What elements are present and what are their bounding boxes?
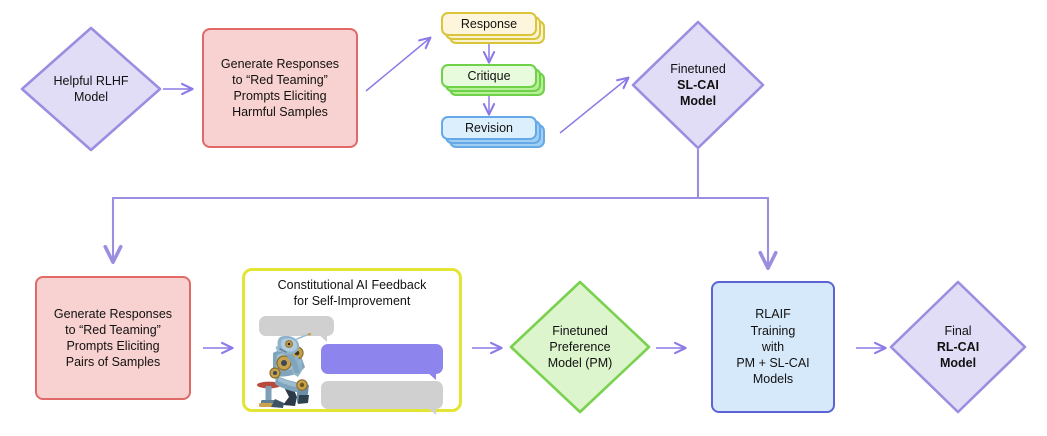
critique-card-top: Critique <box>441 64 537 88</box>
generate-harmful-line4: Harmful Samples <box>232 105 328 120</box>
node-finetuned-sl-cai-model[interactable]: Finetuned SL-CAI Model <box>630 19 766 151</box>
speech-bubble-purple <box>321 344 443 380</box>
generate-harmful-line1: Generate Responses <box>220 56 340 71</box>
feedback-title-line2: for Self-Improvement <box>293 293 411 308</box>
generate-harmful-line3: Prompts Eliciting <box>233 89 327 103</box>
rlaif-line5: Models <box>752 372 794 387</box>
diamond-shape <box>20 26 162 152</box>
rlaif-line2: Training <box>750 323 796 338</box>
node-generate-pairs-responses[interactable]: Generate Responses to “Red Teaming” Prom… <box>35 276 191 400</box>
critique-card-label: Critique <box>467 69 511 83</box>
node-revision-stack[interactable]: Revision <box>441 116 551 156</box>
node-critique-stack[interactable]: Critique <box>441 64 551 104</box>
arrow-revision-to-slcai <box>559 78 628 134</box>
preference-model-line1: Finetuned <box>552 323 608 338</box>
sl-cai-line3: Model <box>679 94 717 109</box>
node-final-rl-cai-model[interactable]: Final RL-CAI Model <box>888 279 1028 415</box>
revision-card-top: Revision <box>441 116 537 140</box>
node-response-stack[interactable]: Response <box>441 12 551 52</box>
feedback-title-line1: Constitutional AI Feedback <box>277 278 427 292</box>
node-finetuned-preference-model[interactable]: Finetuned Preference Model (PM) <box>508 279 652 415</box>
preference-model-line2: Preference <box>549 339 611 354</box>
speech-bubble-grey-large <box>321 381 443 415</box>
generate-harmful-line2: to “Red Teaming” <box>232 72 328 87</box>
rlaif-line3: with <box>761 339 785 354</box>
preference-model-line3: Model (PM) <box>547 356 613 371</box>
thinker-robot-icon <box>257 333 312 408</box>
response-card-top: Response <box>441 12 537 36</box>
arrow-generate-to-response <box>365 38 430 92</box>
sl-cai-line1: Finetuned <box>670 61 726 76</box>
rlaif-line1: RLAIF <box>755 307 791 322</box>
diamond-shape <box>631 20 765 150</box>
generate-pairs-line3: Prompts Eliciting <box>66 339 160 353</box>
generate-pairs-line2: to “Red Teaming” <box>65 322 161 337</box>
node-rlaif-training[interactable]: RLAIF Training with PM + SL-CAI Models <box>711 281 835 413</box>
sl-cai-line2: SL-CAI <box>677 77 719 92</box>
generate-pairs-line4: Pairs of Samples <box>65 355 161 370</box>
diamond-shape <box>509 280 651 414</box>
rl-cai-line3: Model <box>939 356 977 371</box>
rl-cai-line1: Final <box>944 323 972 338</box>
diamond-shape <box>889 280 1027 414</box>
helpful-rlhf-line2: Model <box>73 90 109 104</box>
speech-bubble-grey-small <box>259 316 334 342</box>
node-constitutional-ai-feedback-panel[interactable]: Constitutional AI Feedback for Self-Impr… <box>242 268 462 415</box>
response-card-label: Response <box>460 17 518 31</box>
rlaif-line4: PM + SL-CAI <box>736 356 810 371</box>
generate-pairs-line1: Generate Responses <box>53 306 173 321</box>
helpful-rlhf-line1: Helpful RLHF <box>53 73 129 88</box>
revision-card-label: Revision <box>465 121 513 135</box>
rl-cai-line2: RL-CAI <box>936 339 980 354</box>
node-helpful-rlhf-model[interactable]: Helpful RLHF Model <box>19 25 163 153</box>
node-generate-harmful-responses[interactable]: Generate Responses to “Red Teaming” Prom… <box>202 28 358 148</box>
